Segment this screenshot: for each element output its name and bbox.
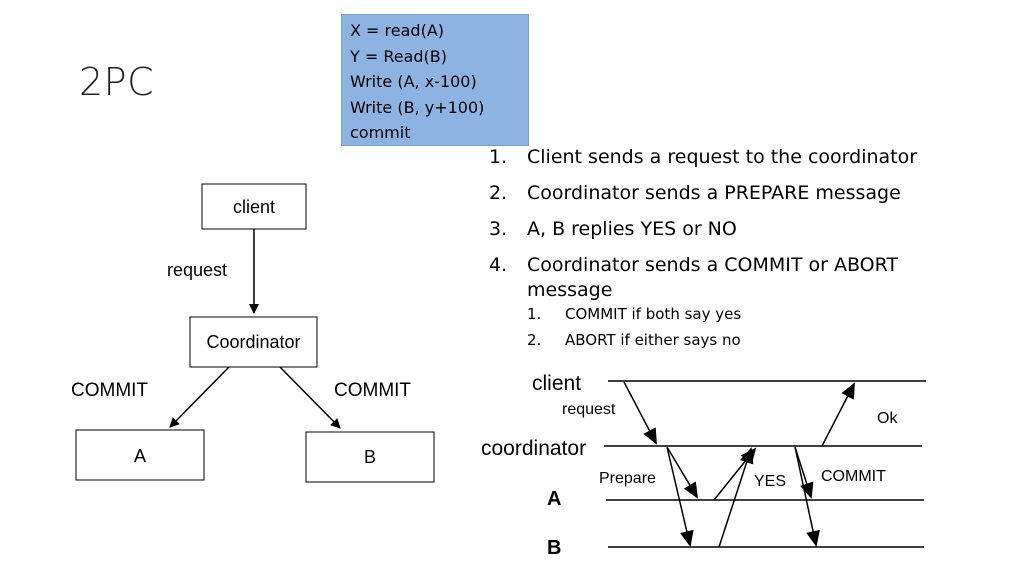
coordinator-node — [189, 316, 318, 368]
commit-arrow-b — [279, 366, 341, 429]
timeline-ok-label: Ok — [877, 410, 898, 427]
substep-text: COMMIT if both say yes — [565, 305, 742, 323]
step-3: 3. A, B replies YES or NO — [489, 217, 1019, 242]
node-a — [75, 429, 205, 481]
step-4: 4. Coordinator sends a COMMIT or ABORT me… — [489, 253, 927, 350]
timeline-coordinator-label: coordinator — [481, 437, 586, 460]
substep-number: 2. — [527, 331, 542, 349]
step-1: 1. Client sends a request to the coordina… — [489, 145, 1019, 170]
step-number: 2. — [489, 182, 508, 204]
protocol-steps-list: 1. Client sends a request to the coordina… — [489, 145, 1019, 361]
step-4-substeps: 1. COMMIT if both say yes 2. ABORT if eith… — [527, 304, 927, 350]
transaction-code-box: X = read(A) Y = Read(B) Write (A, x-100)… — [341, 14, 529, 146]
node-b-label: B — [364, 447, 376, 467]
commit-arrow-a — [169, 366, 230, 428]
substep-text: ABORT if either says no — [565, 331, 741, 349]
timeline-prepare-label: Prepare — [599, 470, 656, 487]
step-2: 2. Coordinator sends a PREPARE message — [489, 181, 1019, 206]
code-line-4: Write (B, y+100) — [350, 97, 485, 117]
substep-2: 2. ABORT if either says no — [489, 330, 927, 350]
coordinator-node-label: Coordinator — [206, 332, 300, 352]
step-text: Coordinator sends a PREPARE message — [527, 182, 901, 204]
code-line-5: commit — [350, 123, 411, 142]
request-label: request — [167, 260, 227, 280]
msg-commit-b-arrow — [794, 446, 820, 547]
timeline-yes-label: YES — [754, 473, 786, 490]
timeline-commit-label: COMMIT — [821, 468, 886, 485]
client-node-label: client — [233, 197, 275, 217]
timeline-b-label: B — [547, 537, 561, 559]
step-number: 3. — [489, 218, 508, 240]
step-number: 1. — [489, 146, 508, 168]
substep-1: 1. COMMIT if both say yes — [489, 304, 927, 324]
commit-label-right: COMMIT — [334, 380, 411, 401]
step-text: A, B replies YES or NO — [527, 218, 737, 240]
code-line-2: Y = Read(B) — [350, 46, 448, 66]
page-title: 2PC — [79, 60, 155, 104]
timeline-client-label: client — [532, 372, 581, 395]
msg-prepare-a-arrow — [666, 446, 699, 499]
code-line-3: Write (A, x-100) — [350, 72, 477, 91]
substep-number: 1. — [527, 305, 542, 323]
step-text: Client sends a request to the coordinato… — [527, 146, 918, 168]
node-b — [305, 431, 435, 483]
msg-request-arrow — [623, 381, 657, 445]
step-text: Coordinator sends a COMMIT or ABORT mess… — [527, 254, 899, 301]
code-line-1: X = read(A) — [350, 21, 444, 40]
commit-label-left: COMMIT — [71, 380, 148, 401]
msg-yes-b-arrow — [718, 447, 754, 548]
msg-commit-a-arrow — [794, 446, 814, 499]
msg-prepare-b-arrow — [666, 446, 694, 547]
client-node — [201, 183, 307, 230]
timeline-request-label: request — [562, 401, 616, 418]
timeline-a-label: A — [547, 488, 561, 510]
msg-ok-arrow — [821, 382, 855, 447]
node-a-label: A — [134, 446, 146, 466]
step-number: 4. — [489, 254, 508, 276]
